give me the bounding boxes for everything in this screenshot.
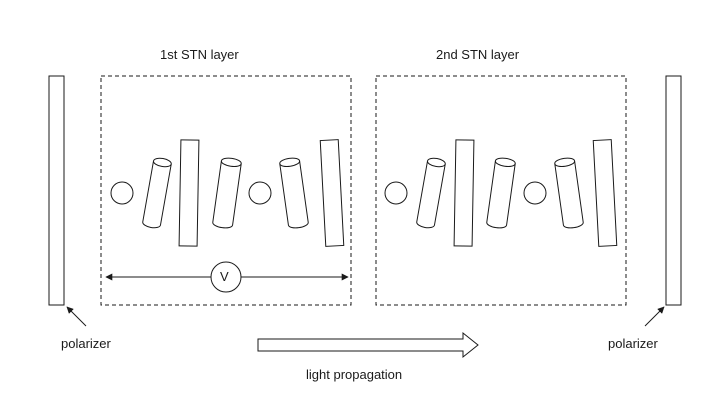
layer-1-label: 1st STN layer xyxy=(160,47,239,62)
molecule-flat-1a xyxy=(178,139,200,247)
right-polarizer-plate xyxy=(665,75,682,306)
molecule-tilted-1a xyxy=(142,157,172,229)
molecule-endon-2a xyxy=(384,181,408,205)
molecule-tilted-2b xyxy=(486,157,516,229)
molecule-tilted-1c xyxy=(279,157,309,229)
left-polarizer-pointer-arrow xyxy=(66,306,87,327)
right-polarizer-pointer-arrow xyxy=(644,306,665,327)
stn-layer-1-box xyxy=(100,75,352,306)
right-polarizer-label: polarizer xyxy=(608,336,658,351)
molecule-flat-2b xyxy=(592,139,618,247)
light-propagation-label: light propagation xyxy=(306,367,403,382)
stn-layer-2-box xyxy=(375,75,627,306)
molecule-tilted-2a xyxy=(416,157,446,229)
molecule-flat-2a xyxy=(453,139,475,247)
molecule-tilted-2c xyxy=(554,157,584,229)
light-propagation-arrow xyxy=(257,331,479,359)
left-polarizer-label: polarizer xyxy=(61,336,111,351)
layer-2-label: 2nd STN layer xyxy=(436,47,520,62)
molecule-endon-1a xyxy=(110,181,134,205)
left-polarizer-plate xyxy=(48,75,65,306)
voltage-label: V xyxy=(220,269,229,284)
molecule-flat-1b xyxy=(319,139,345,247)
molecule-endon-1b xyxy=(248,181,272,205)
molecule-tilted-1b xyxy=(212,157,242,229)
molecule-endon-2b xyxy=(523,181,547,205)
voltage-source-circle xyxy=(210,261,242,293)
